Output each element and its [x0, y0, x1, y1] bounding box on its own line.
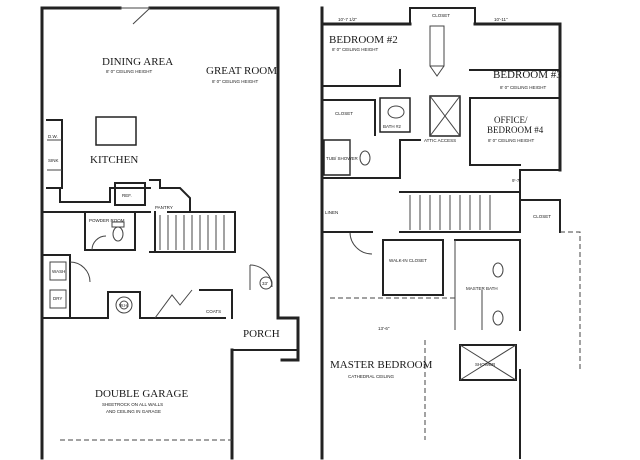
bedroom2-label: BEDROOM #2 — [329, 34, 398, 46]
dw-label: D.W. — [48, 134, 58, 139]
shower-label: SHOWER — [475, 362, 496, 367]
wash-label: WASH — [52, 269, 65, 274]
double-garage-label: DOUBLE GARAGE — [95, 388, 188, 400]
stairs-second-floor — [409, 195, 491, 230]
dry-label: DRY — [53, 296, 62, 301]
bedroom3-label: BEDROOM #3 — [493, 69, 562, 81]
door-size-label: 33' — [262, 281, 268, 286]
porch-label: PORCH — [243, 328, 280, 340]
first-floor-plan — [40, 6, 300, 460]
ref-label: REF. — [122, 193, 132, 198]
bath2-label: BATH #2 — [383, 124, 401, 129]
first-floor-labels: DINING AREA 8' 0" CEILING HEIGHT GREAT R… — [48, 56, 280, 414]
tub-shower-label: TUB/ SHOWER — [326, 156, 359, 161]
closet-right-label: CLOSET — [533, 214, 551, 219]
garage-note-line1: SHEETROCK ON ALL WALLS — [102, 402, 163, 407]
office-ceiling-note: 8' 0" CEILING HEIGHT — [488, 138, 534, 143]
great-room-ceiling-note: 8' 0" CEILING HEIGHT — [212, 79, 258, 84]
water-heater-label: W.H. — [119, 303, 129, 308]
kitchen-label: KITCHEN — [90, 154, 138, 166]
dining-area-label: DINING AREA — [102, 56, 173, 68]
attic-access-label: ATTIC ACCESS — [424, 138, 456, 143]
stairs-first-floor — [159, 215, 225, 250]
great-room-label: GREAT ROOM — [206, 65, 277, 77]
dining-ceiling-note: 8' 0" CEILING HEIGHT — [106, 69, 152, 74]
second-floor-plan — [320, 6, 581, 460]
bedroom3-ceiling-note: 8' 0" CEILING HEIGHT — [500, 85, 546, 90]
closet-top-label: CLOSET — [432, 13, 450, 18]
closet-left-label: CLOSET — [335, 111, 353, 116]
cathedral-ceiling-note: CATHEDRAL CEILING — [348, 374, 395, 379]
second-floor-labels: 10'-7 1/2" 10'-11" CLOSET BEDROOM #2 8' … — [325, 13, 562, 379]
garage-note-line2: AND CEILING IN GARAGE — [106, 409, 161, 414]
coats-label: COATS — [206, 309, 221, 314]
master-bedroom-label: MASTER BEDROOM — [330, 359, 433, 371]
dimension-top-right: 10'-11" — [494, 17, 508, 22]
bedroom2-ceiling-note: 8' 0" CEILING HEIGHT — [332, 47, 378, 52]
office-label-line1: OFFICE/ — [494, 115, 528, 125]
dimension-right: 9'-7" — [512, 178, 521, 183]
office-label-line2: BEDROOM #4 — [487, 125, 544, 135]
master-bath-label: MASTER BATH — [466, 286, 498, 291]
powder-room-label: POWDER ROOM — [89, 218, 125, 223]
pantry-label: PANTRY — [155, 205, 173, 210]
walk-in-closet-label: WALK-IN CLOSET — [389, 258, 427, 263]
dimension-top-left: 10'-7 1/2" — [338, 17, 357, 22]
sink-label: SINK — [48, 158, 59, 163]
dimension-mid: 13'-6" — [378, 326, 390, 331]
linen-label: LINEN — [325, 210, 338, 215]
